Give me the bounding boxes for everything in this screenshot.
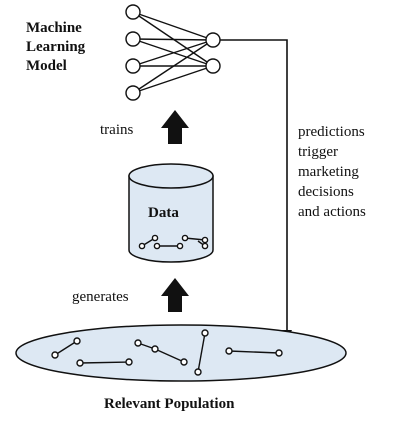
generates-label: generates [72, 289, 129, 305]
trains-arrow [161, 110, 189, 144]
predictions-label: predictions trigger marketing decisions … [298, 122, 366, 222]
neural-network-icon [125, 4, 221, 101]
model-label-line: Model [26, 58, 67, 74]
trains-label: trains [100, 122, 134, 138]
model-label: Machine Learning Model [26, 19, 85, 76]
data-cylinder [128, 163, 214, 263]
predictions-label-line: and actions [298, 204, 366, 220]
predictions-label-line: decisions [298, 184, 354, 200]
predictions-label-line: marketing [298, 164, 359, 180]
population-ellipse [15, 324, 347, 382]
predictions-label-line: predictions [298, 124, 365, 140]
data-label: Data [148, 205, 179, 221]
model-label-line: Learning [26, 39, 86, 55]
population-label: Relevant Population [104, 396, 235, 412]
predictions-connector [220, 39, 288, 332]
model-label-line: Machine [26, 20, 82, 36]
predictions-label-line: trigger [298, 144, 338, 160]
generates-arrow [161, 278, 189, 312]
